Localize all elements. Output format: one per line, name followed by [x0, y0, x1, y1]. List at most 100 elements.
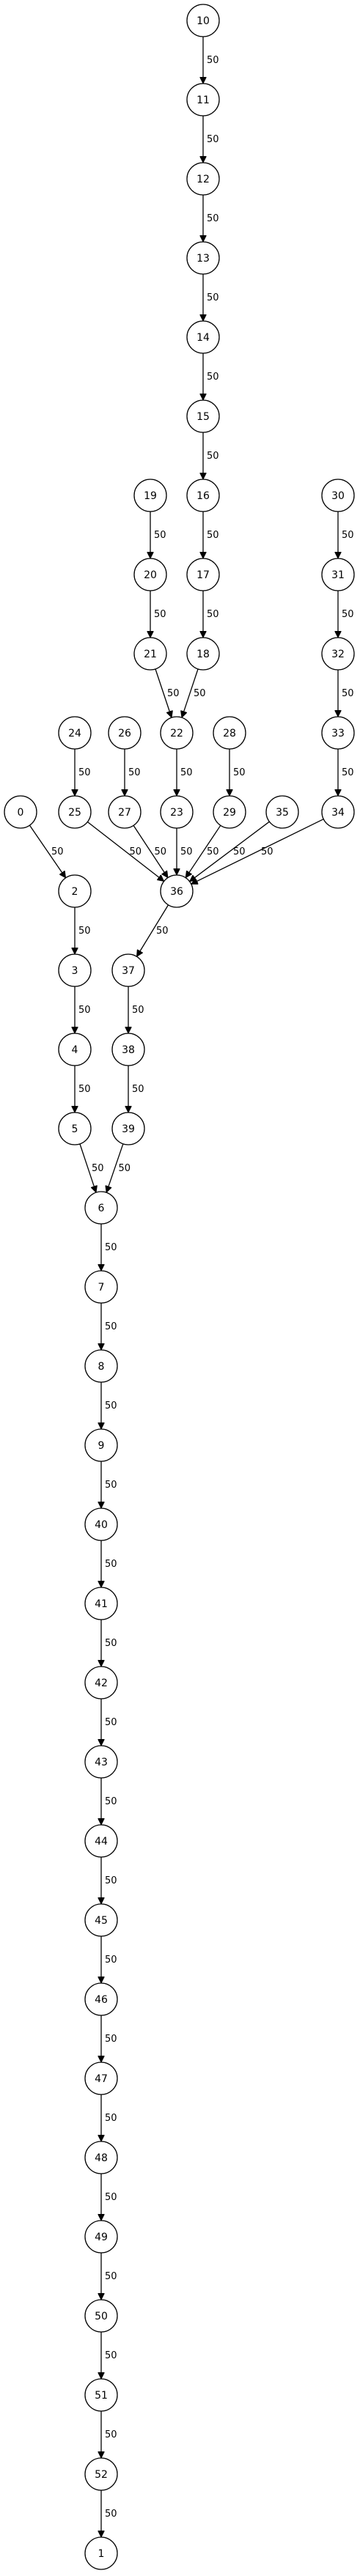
edge-line: [155, 668, 172, 717]
node-50: 50: [84, 2299, 118, 2333]
node-label: 0: [18, 807, 24, 819]
edge-10-to-11: 50: [203, 37, 219, 84]
edge-weight-label: 50: [105, 2350, 117, 2361]
edge-51-to-52: 50: [101, 2411, 117, 2458]
node-6: 6: [84, 1191, 118, 1225]
node-circle: [186, 241, 220, 275]
edge-weight-label: 50: [105, 1480, 117, 1491]
node-circle: [186, 83, 220, 117]
edge-4-to-5: 50: [75, 1066, 91, 1112]
node-25: 25: [58, 795, 92, 829]
node-17: 17: [186, 558, 220, 591]
node-32: 32: [321, 637, 355, 671]
node-circle: [84, 1428, 118, 1462]
edge-27-to-36: 50: [133, 825, 168, 877]
edge-weight-label: 50: [105, 1321, 117, 1332]
edge-6-to-7: 50: [101, 1224, 117, 1271]
node-label: 37: [122, 965, 135, 977]
edge-weight-label: 50: [342, 688, 354, 699]
edge-30-to-31: 50: [338, 512, 354, 558]
edge-23-to-36: 50: [177, 828, 193, 875]
edge-weight-label: 50: [105, 1242, 117, 1253]
node-label: 20: [144, 569, 157, 581]
node-39: 39: [111, 1112, 145, 1145]
edge-52-to-1: 50: [101, 2490, 117, 2537]
node-label: 51: [95, 2390, 108, 2402]
node-29: 29: [213, 795, 246, 829]
node-circle: [84, 2457, 118, 2491]
edge-weight-label: 50: [51, 846, 64, 857]
edge-12-to-13: 50: [203, 195, 219, 242]
edge-16-to-17: 50: [203, 512, 219, 558]
node-circle: [108, 795, 142, 829]
node-circle: [160, 795, 194, 829]
node-label: 42: [95, 1678, 108, 1689]
node-circle: [4, 795, 37, 829]
edge-line: [29, 824, 65, 878]
node-circle: [58, 953, 92, 987]
edge-39-to-6: 50: [106, 1143, 131, 1192]
edge-weight-label: 50: [154, 530, 166, 541]
edge-weight-label: 50: [194, 688, 206, 699]
edge-weight-label: 50: [207, 134, 219, 145]
edge-46-to-47: 50: [101, 2015, 117, 2062]
edge-13-to-14: 50: [203, 274, 219, 321]
edge-weight-label: 50: [180, 846, 193, 857]
node-label: 21: [144, 649, 157, 660]
node-41: 41: [84, 1587, 118, 1620]
edge-weight-label: 50: [78, 767, 91, 778]
node-label: 46: [95, 1994, 108, 2006]
edge-weight-label: 50: [155, 846, 167, 857]
edge-38-to-39: 50: [128, 1066, 144, 1112]
edge-0-to-2: 50: [29, 824, 65, 878]
edge-line: [136, 904, 169, 956]
edge-weight-label: 50: [105, 1638, 117, 1649]
node-label: 34: [331, 807, 345, 819]
edge-weight-label: 50: [105, 2429, 117, 2440]
node-label: 6: [98, 1203, 105, 1214]
node-label: 28: [223, 728, 236, 739]
node-circle: [186, 399, 220, 433]
node-circle: [84, 1666, 118, 1700]
edge-weight-label: 50: [105, 1875, 117, 1886]
edge-weight-label: 50: [207, 451, 219, 462]
node-49: 49: [84, 2220, 118, 2254]
node-label: 5: [72, 1123, 78, 1135]
edge-weight-label: 50: [261, 846, 273, 857]
node-circle: [321, 558, 355, 591]
edge-17-to-18: 50: [203, 591, 219, 638]
edge-weight-label: 50: [207, 609, 219, 620]
node-circle: [58, 716, 92, 750]
node-label: 12: [196, 174, 210, 185]
edge-weight-label: 50: [105, 1955, 117, 1966]
node-circle: [58, 795, 92, 829]
edge-weight-label: 50: [105, 2509, 117, 2520]
edge-weight-label: 50: [180, 767, 193, 778]
edge-32-to-33: 50: [338, 670, 354, 717]
edge-5-to-6: 50: [79, 1143, 104, 1192]
node-circle: [84, 1824, 118, 1858]
edge-line: [185, 824, 221, 877]
node-label: 38: [122, 1044, 135, 1056]
edge-15-to-16: 50: [203, 432, 219, 479]
node-label: 14: [196, 332, 210, 344]
node-circle: [58, 1112, 92, 1145]
node-circle: [111, 1112, 145, 1145]
node-circle: [321, 479, 355, 512]
node-label: 36: [170, 886, 183, 898]
edge-line: [191, 819, 324, 885]
edge-weight-label: 50: [156, 926, 169, 937]
node-22: 22: [160, 716, 194, 750]
edge-42-to-43: 50: [101, 1699, 117, 1746]
edge-weight-label: 50: [207, 372, 219, 383]
node-circle: [186, 637, 220, 671]
edge-25-to-36: 50: [87, 821, 164, 881]
edges-layer: 50 50 50 50 50 50 50 50 50 50 50 50 50 50 50 50 50 50 50 50…: [29, 37, 354, 2537]
edge-45-to-46: 50: [101, 1936, 117, 1983]
edge-weight-label: 50: [154, 609, 166, 620]
node-circle: [186, 162, 220, 196]
edge-28-to-29: 50: [229, 749, 246, 796]
edge-44-to-45: 50: [101, 1857, 117, 1904]
node-18: 18: [186, 637, 220, 671]
edge-41-to-42: 50: [101, 1620, 117, 1667]
